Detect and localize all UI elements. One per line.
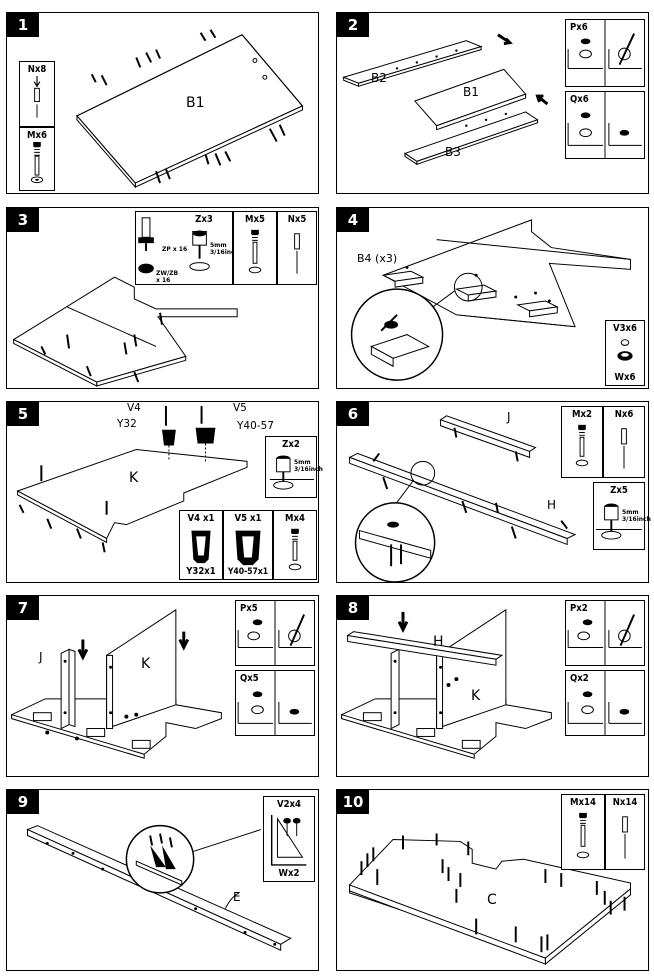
bracket-icon bbox=[235, 530, 261, 566]
part-label-h: H bbox=[547, 498, 557, 512]
step-number: 8 bbox=[337, 596, 369, 620]
hardware-box-mx4: Mx4 bbox=[273, 510, 317, 580]
step-7-panel: 7 Px5 Qx5 J K bbox=[6, 595, 319, 777]
step-number: 4 bbox=[337, 208, 369, 232]
hardware-box-mx2: Mx2 bbox=[561, 406, 603, 478]
step-3-drawing bbox=[12, 276, 238, 387]
hardware-box-zx2: Zx2 5mm 3/16inch bbox=[265, 436, 323, 498]
hardware-box-v3x6: V3x6 Wx6 bbox=[605, 320, 645, 386]
hardware-box-qx5: Qx5 bbox=[235, 670, 315, 736]
part-label-c: C bbox=[487, 892, 497, 908]
step-4-panel: 4 V3x6 Wx6 B4 (x3) bbox=[336, 207, 649, 389]
hardware-box-mx14: Mx14 bbox=[561, 794, 605, 870]
step-number: 5 bbox=[7, 402, 39, 426]
hardware-box-px2: Px2 bbox=[565, 600, 645, 666]
cam-bolt-icon bbox=[248, 229, 262, 274]
hardware-box-nx8: Nx8 bbox=[19, 61, 55, 127]
step-number: 7 bbox=[7, 596, 39, 620]
part-label-v4: V4 bbox=[127, 402, 141, 414]
step-9-panel: 9 V2x4 Wx2 E bbox=[6, 789, 319, 971]
dowel-insert-icon bbox=[595, 503, 643, 540]
hardware-box-mx6: Mx6 bbox=[19, 127, 55, 191]
part-label-b4: B4 (x3) bbox=[357, 252, 398, 265]
step-2-panel: 2 Px6 Qx6 B2 B1 B3 bbox=[336, 12, 649, 194]
dowel-icon bbox=[622, 816, 628, 859]
hammer-dowel-icon bbox=[138, 217, 210, 274]
step-4-drawing bbox=[350, 219, 631, 381]
hardware-box-zx3: Zx3 ZP x 16 ZW/ZB x 16 5mm 3/16inch bbox=[135, 211, 239, 285]
bracket-icon bbox=[191, 530, 211, 564]
part-label-k: K bbox=[141, 656, 151, 672]
hardware-box-qx2: Qx2 bbox=[565, 670, 645, 736]
cam-bolt-icon bbox=[288, 528, 302, 571]
hardware-box-px6: Px6 bbox=[565, 19, 645, 87]
part-label-j: J bbox=[507, 410, 511, 424]
dowel-icon bbox=[294, 233, 300, 274]
step-3-panel: 3 Zx3 ZP x 16 ZW/ZB x 16 5mm 3/16inch Mx… bbox=[6, 207, 319, 389]
step-1-panel: 1 Nx8 Mx6 B1 bbox=[6, 12, 319, 194]
hardware-box-nx5: Nx5 bbox=[277, 211, 317, 285]
part-label-b1: B1 bbox=[186, 95, 205, 111]
step-6-panel: 6 Mx2 Nx6 Zx5 5mm 3/16inch J H bbox=[336, 401, 651, 583]
part-label-j: J bbox=[39, 650, 43, 664]
step-number: 10 bbox=[337, 790, 369, 814]
part-label-y32: Y32 bbox=[117, 418, 137, 430]
step-10-panel: 10 Mx14 Nx14 C bbox=[336, 789, 649, 971]
cam-lock-icon bbox=[237, 601, 312, 665]
step-5-panel: 5 Zx2 5mm 3/16inch V4 x1 Y32x1 V5 x1 Y40… bbox=[6, 401, 323, 583]
dowel-insert-icon bbox=[269, 455, 315, 490]
hardware-box-zx5: Zx5 5mm 3/16inch bbox=[593, 482, 651, 550]
step-10-drawing bbox=[349, 833, 631, 966]
part-label-b3: B3 bbox=[445, 145, 461, 159]
step-8-drawing bbox=[341, 608, 552, 759]
cam-washer-icon bbox=[617, 339, 633, 361]
hardware-box-nx14: Nx14 bbox=[605, 794, 645, 870]
cam-cover-icon bbox=[567, 92, 642, 158]
cam-lock-icon bbox=[567, 20, 642, 86]
cam-cover-icon bbox=[237, 671, 312, 735]
cam-cover-icon bbox=[567, 671, 642, 735]
step-number: 9 bbox=[7, 790, 39, 814]
hardware-box-qx6: Qx6 bbox=[565, 91, 645, 159]
part-label-k: K bbox=[471, 688, 481, 704]
step-number: 1 bbox=[7, 13, 39, 37]
hardware-box-px5: Px5 bbox=[235, 600, 315, 666]
part-label-e: E bbox=[233, 890, 241, 904]
hardware-box-v2x4: V2x4 Wx2 bbox=[263, 796, 315, 882]
part-label-b1: B1 bbox=[463, 85, 479, 99]
step-1-drawing bbox=[75, 29, 304, 189]
part-label-v5: V5 bbox=[233, 402, 247, 414]
cam-bolt-icon bbox=[30, 142, 44, 184]
step-8-panel: 8 Px2 Qx2 H K bbox=[336, 595, 649, 777]
step-number: 2 bbox=[337, 13, 369, 37]
step-7-drawing bbox=[11, 608, 222, 759]
dowel-icon bbox=[621, 428, 627, 469]
step-9-drawing bbox=[26, 824, 292, 951]
part-label-y40-57: Y40-57 bbox=[237, 420, 274, 432]
part-label-k: K bbox=[129, 470, 139, 486]
cam-bolt-icon bbox=[575, 424, 589, 467]
step-2-drawing bbox=[342, 33, 549, 166]
hardware-box-v5: V5 x1 Y40-57x1 bbox=[223, 510, 273, 580]
step-5-drawing bbox=[16, 405, 248, 553]
step-number: 6 bbox=[337, 402, 369, 426]
step-6-drawing bbox=[348, 415, 577, 583]
hardware-box-mx5: Mx5 bbox=[233, 211, 277, 285]
part-label-b2: B2 bbox=[371, 71, 387, 85]
hardware-box-v4: V4 x1 Y32x1 bbox=[179, 510, 223, 580]
step-number: 3 bbox=[7, 208, 39, 232]
bracket-screw-icon bbox=[270, 814, 307, 866]
cam-lock-icon bbox=[567, 601, 642, 665]
dowel-icon bbox=[33, 76, 41, 118]
part-label-h: H bbox=[433, 634, 444, 650]
cam-bolt-icon bbox=[576, 812, 590, 859]
hardware-box-nx6: Nx6 bbox=[603, 406, 645, 478]
